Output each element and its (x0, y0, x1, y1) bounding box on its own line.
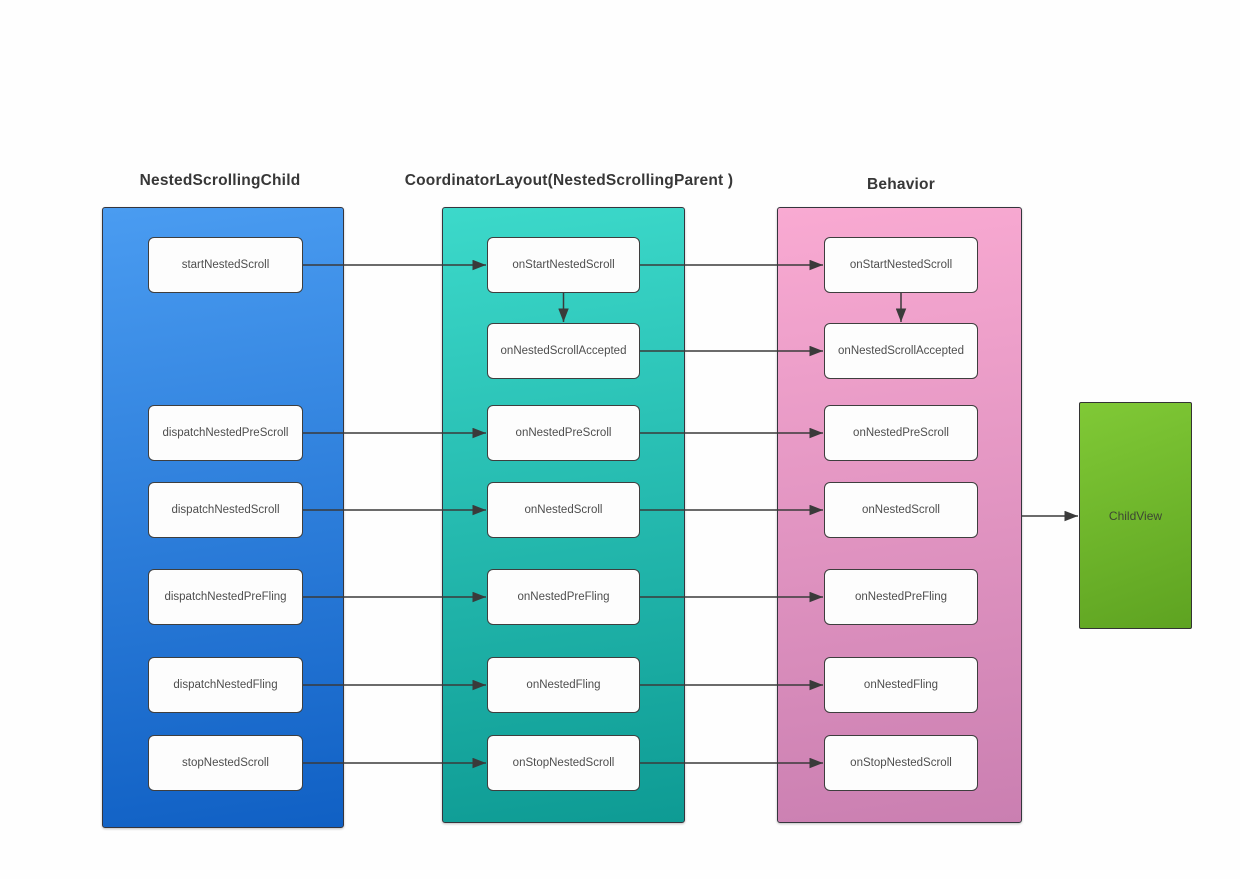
node-parent-on-nested-scroll-accepted: onNestedScrollAccepted (487, 323, 640, 379)
column-title-behavior: Behavior (867, 176, 935, 193)
column-title-nested-scrolling-child: NestedScrollingChild (139, 172, 301, 189)
node-behavior-on-nested-pre-fling: onNestedPreFling (824, 569, 978, 625)
node-behavior-on-nested-fling: onNestedFling (824, 657, 978, 713)
node-dispatch-nested-fling: dispatchNestedFling (148, 657, 303, 713)
node-parent-on-nested-scroll: onNestedScroll (487, 482, 640, 538)
column-title-coordinator-layout: CoordinatorLayout(NestedScrollingParent … (404, 172, 734, 189)
node-behavior-on-nested-pre-scroll: onNestedPreScroll (824, 405, 978, 461)
node-behavior-on-stop-nested-scroll: onStopNestedScroll (824, 735, 978, 791)
child-view-box: ChildView (1079, 402, 1192, 629)
node-parent-on-stop-nested-scroll: onStopNestedScroll (487, 735, 640, 791)
node-parent-on-nested-fling: onNestedFling (487, 657, 640, 713)
node-stop-nested-scroll: stopNestedScroll (148, 735, 303, 791)
node-behavior-on-start-nested-scroll: onStartNestedScroll (824, 237, 978, 293)
node-behavior-on-nested-scroll-accepted: onNestedScrollAccepted (824, 323, 978, 379)
node-behavior-on-nested-scroll: onNestedScroll (824, 482, 978, 538)
node-parent-on-nested-pre-fling: onNestedPreFling (487, 569, 640, 625)
node-dispatch-nested-pre-fling: dispatchNestedPreFling (148, 569, 303, 625)
node-parent-on-nested-pre-scroll: onNestedPreScroll (487, 405, 640, 461)
node-dispatch-nested-pre-scroll: dispatchNestedPreScroll (148, 405, 303, 461)
node-start-nested-scroll: startNestedScroll (148, 237, 303, 293)
node-parent-on-start-nested-scroll: onStartNestedScroll (487, 237, 640, 293)
node-dispatch-nested-scroll: dispatchNestedScroll (148, 482, 303, 538)
